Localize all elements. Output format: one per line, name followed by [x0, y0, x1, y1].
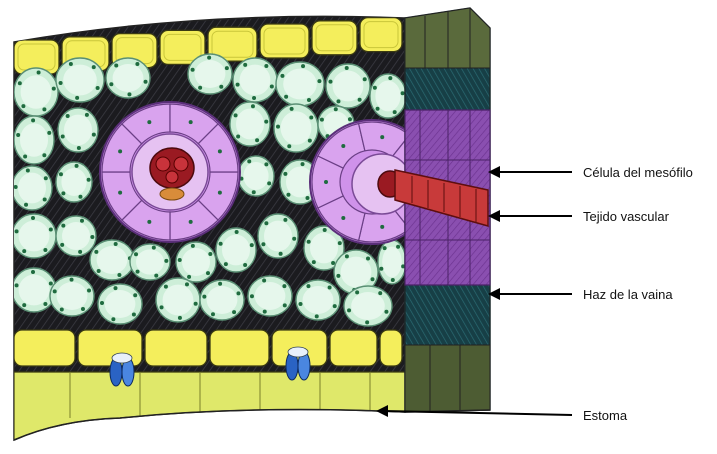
side-face — [395, 8, 490, 412]
vascular-bundle-left — [100, 102, 240, 242]
leaf-illustration — [12, 8, 490, 440]
label-stoma: Estoma — [583, 408, 628, 423]
arrow-stoma — [384, 411, 572, 415]
label-mesophyll-cell: Célula del mesófilo — [583, 165, 693, 180]
label-bundle-sheath: Haz de la vaina — [583, 287, 673, 302]
label-vascular-tissue: Tejido vascular — [583, 209, 670, 224]
annotation-labels: Célula del mesófilo Tejido vascular Haz … — [583, 165, 693, 423]
